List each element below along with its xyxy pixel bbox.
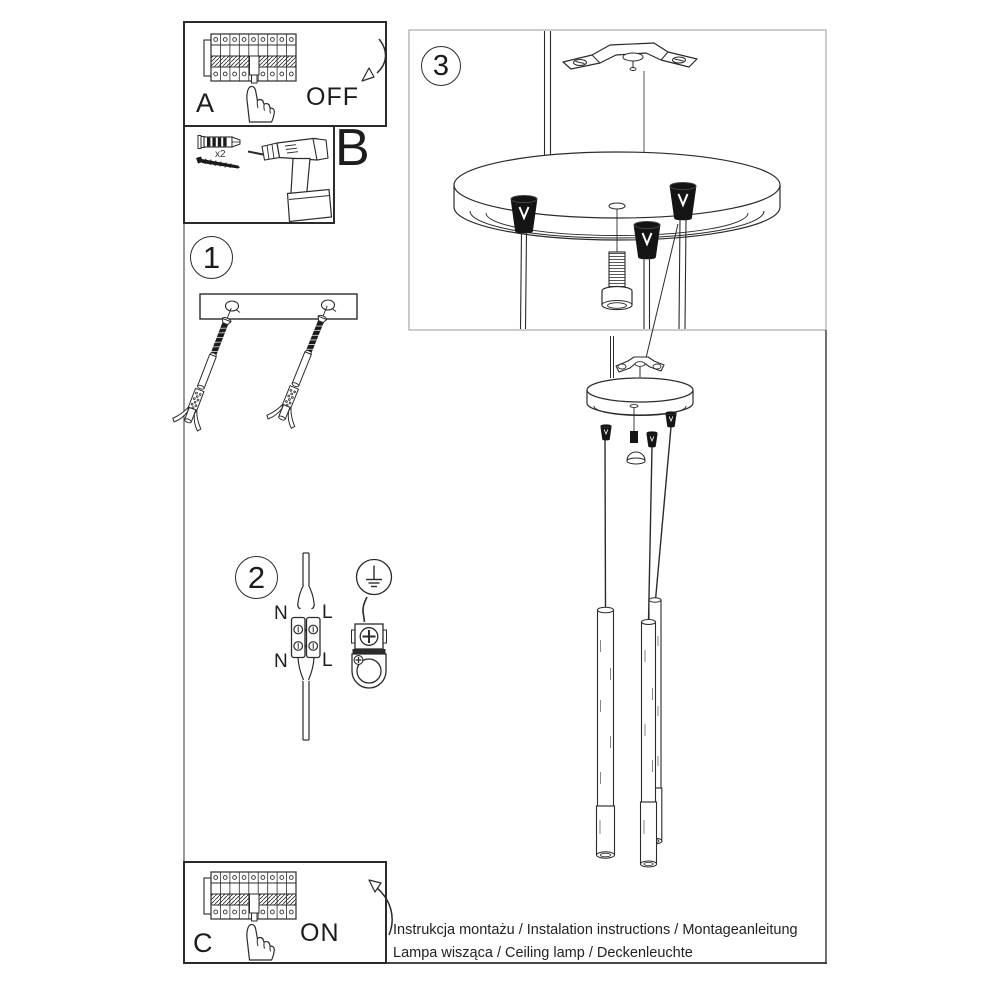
pointing-hand-icon	[246, 923, 275, 961]
mounting-screw-icon	[601, 209, 633, 311]
curved-arrow-up-icon	[368, 879, 393, 936]
earth-ground-icon	[355, 558, 393, 596]
lamp-canopy	[586, 377, 694, 416]
drill-icon	[247, 137, 333, 223]
circuit-breaker-icon	[203, 33, 297, 84]
step2-number-badge: 2	[235, 556, 278, 599]
pointing-hand-icon	[246, 85, 275, 123]
cord-grip-icon	[510, 194, 538, 234]
panel-b-label: B	[335, 119, 370, 177]
step2-number: 2	[247, 559, 266, 595]
footer-title-line: Instrukcja montażu / Instalation instruc…	[393, 922, 798, 938]
mounting-plate	[199, 293, 358, 320]
panel-a-illustration	[203, 33, 387, 123]
neutral-label-bottom: N	[274, 651, 288, 672]
anchor-quantity-label: x2	[215, 149, 226, 160]
step1-illustration	[171, 293, 358, 433]
detail-pointer-line	[645, 223, 679, 359]
lamp-suspension-cable	[610, 336, 614, 378]
step3-illustration	[453, 31, 781, 359]
ceiling-cable	[543, 31, 552, 156]
lamp-bracket-icon	[615, 356, 665, 377]
step2-illustration	[290, 552, 393, 741]
pendant-tube	[639, 619, 658, 868]
pendant-lamp-illustration	[586, 336, 694, 868]
step3-number-badge: 3	[421, 46, 461, 86]
tube-shading-ticks	[599, 636, 659, 834]
neutral-label-top: N	[274, 603, 288, 624]
on-label: ON	[300, 919, 340, 947]
power-cable	[297, 552, 315, 610]
center-screw-cap-icon	[626, 404, 646, 465]
live-label-bottom: L	[322, 650, 333, 671]
page-borders	[183, 21, 827, 964]
footer-subtitle-line: Lampa wisząca / Ceiling lamp / Deckenleu…	[393, 945, 693, 961]
live-label-top: L	[322, 602, 333, 623]
panel-a-label: A	[196, 88, 215, 118]
pendant-cables	[519, 218, 687, 330]
ground-clamp-icon	[351, 596, 387, 689]
off-label: OFF	[306, 83, 359, 111]
circuit-breaker-icon	[203, 871, 297, 922]
step3-number: 3	[432, 49, 450, 82]
panel-c-label: C	[193, 928, 213, 958]
pendant-tube	[595, 606, 616, 859]
wall-plug-icon	[197, 135, 241, 149]
panel-c-illustration	[203, 871, 393, 961]
cord-grip-icon	[669, 181, 697, 221]
cord-grip-icon	[600, 424, 612, 441]
terminal-block-icon	[290, 616, 321, 659]
panel-b-illustration	[196, 135, 333, 223]
curved-arrow-down-icon	[361, 38, 387, 82]
power-cable-out	[297, 657, 315, 741]
cord-grip-icon	[646, 431, 658, 448]
anchor-screw-icon	[171, 301, 246, 433]
cord-grip-icon	[633, 220, 661, 260]
cord-grip-icon	[665, 411, 677, 428]
step1-number: 1	[202, 239, 221, 275]
ceiling-bracket-icon	[562, 42, 698, 152]
screw-icon	[196, 156, 240, 169]
step1-number-badge: 1	[190, 236, 233, 279]
tube-cables	[604, 426, 672, 623]
